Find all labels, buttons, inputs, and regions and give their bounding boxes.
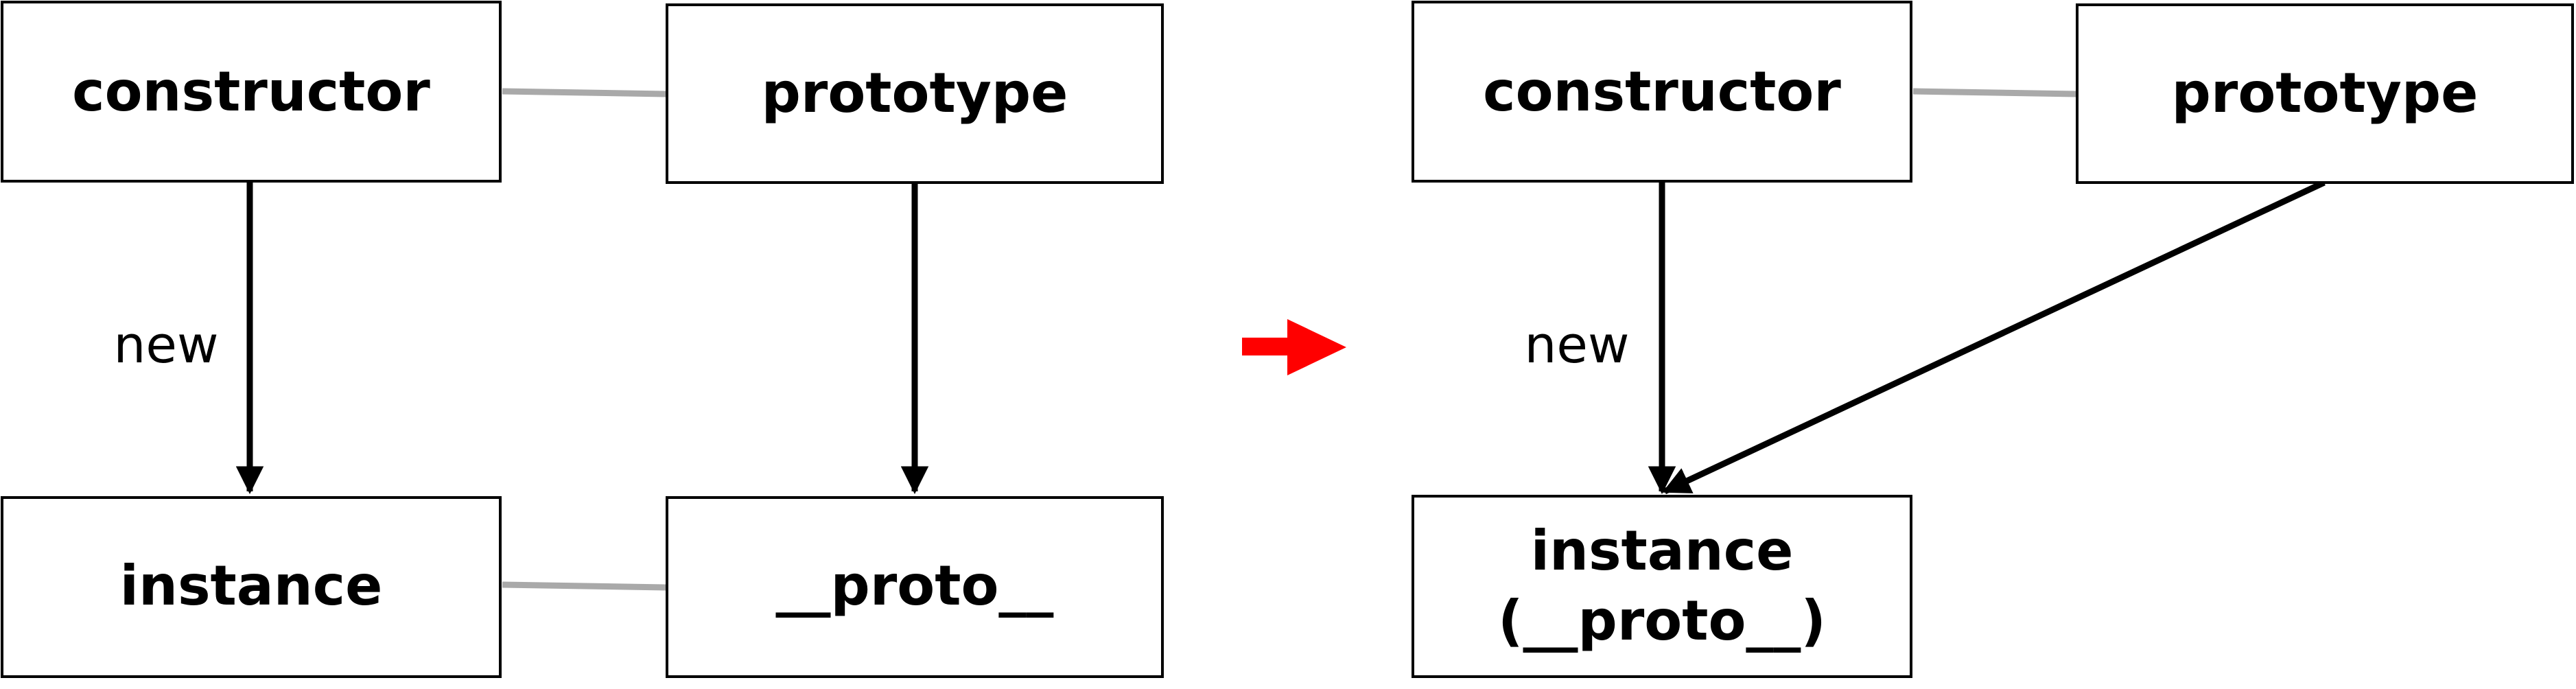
prototype-to-instance-arrow bbox=[1662, 179, 2326, 495]
left-diagram: new constructor prototype instance __pro… bbox=[1, 1, 1164, 678]
new-label: new bbox=[114, 316, 219, 375]
instance-box: instance bbox=[1, 496, 502, 678]
instance-label-line2: (__proto__) bbox=[1498, 589, 1826, 653]
proto-label: __proto__ bbox=[776, 554, 1054, 618]
prototype-label: prototype bbox=[2172, 61, 2479, 125]
proto-box: __proto__ bbox=[666, 496, 1164, 678]
constructor-label: constructor bbox=[1483, 60, 1841, 124]
constructor-prototype-link bbox=[502, 88, 666, 97]
instance-label: instance bbox=[120, 554, 383, 618]
instance-label-line1: instance bbox=[1531, 519, 1794, 583]
instance-proto-box: instance (__proto__) bbox=[1412, 495, 1912, 678]
new-label: new bbox=[1525, 316, 1630, 375]
prototype-box: prototype bbox=[666, 3, 1164, 184]
constructor-box: constructor bbox=[1, 1, 502, 183]
constructor-prototype-link bbox=[1912, 88, 2077, 97]
prototype-box: prototype bbox=[2076, 3, 2574, 184]
transition-arrow-icon bbox=[1242, 319, 1346, 375]
prototype-label: prototype bbox=[762, 61, 1068, 125]
instance-proto-link bbox=[502, 581, 666, 591]
constructor-box: constructor bbox=[1412, 1, 1912, 183]
constructor-label: constructor bbox=[72, 60, 430, 124]
right-diagram: new constructor prototype instance (__pr… bbox=[1412, 1, 2574, 678]
